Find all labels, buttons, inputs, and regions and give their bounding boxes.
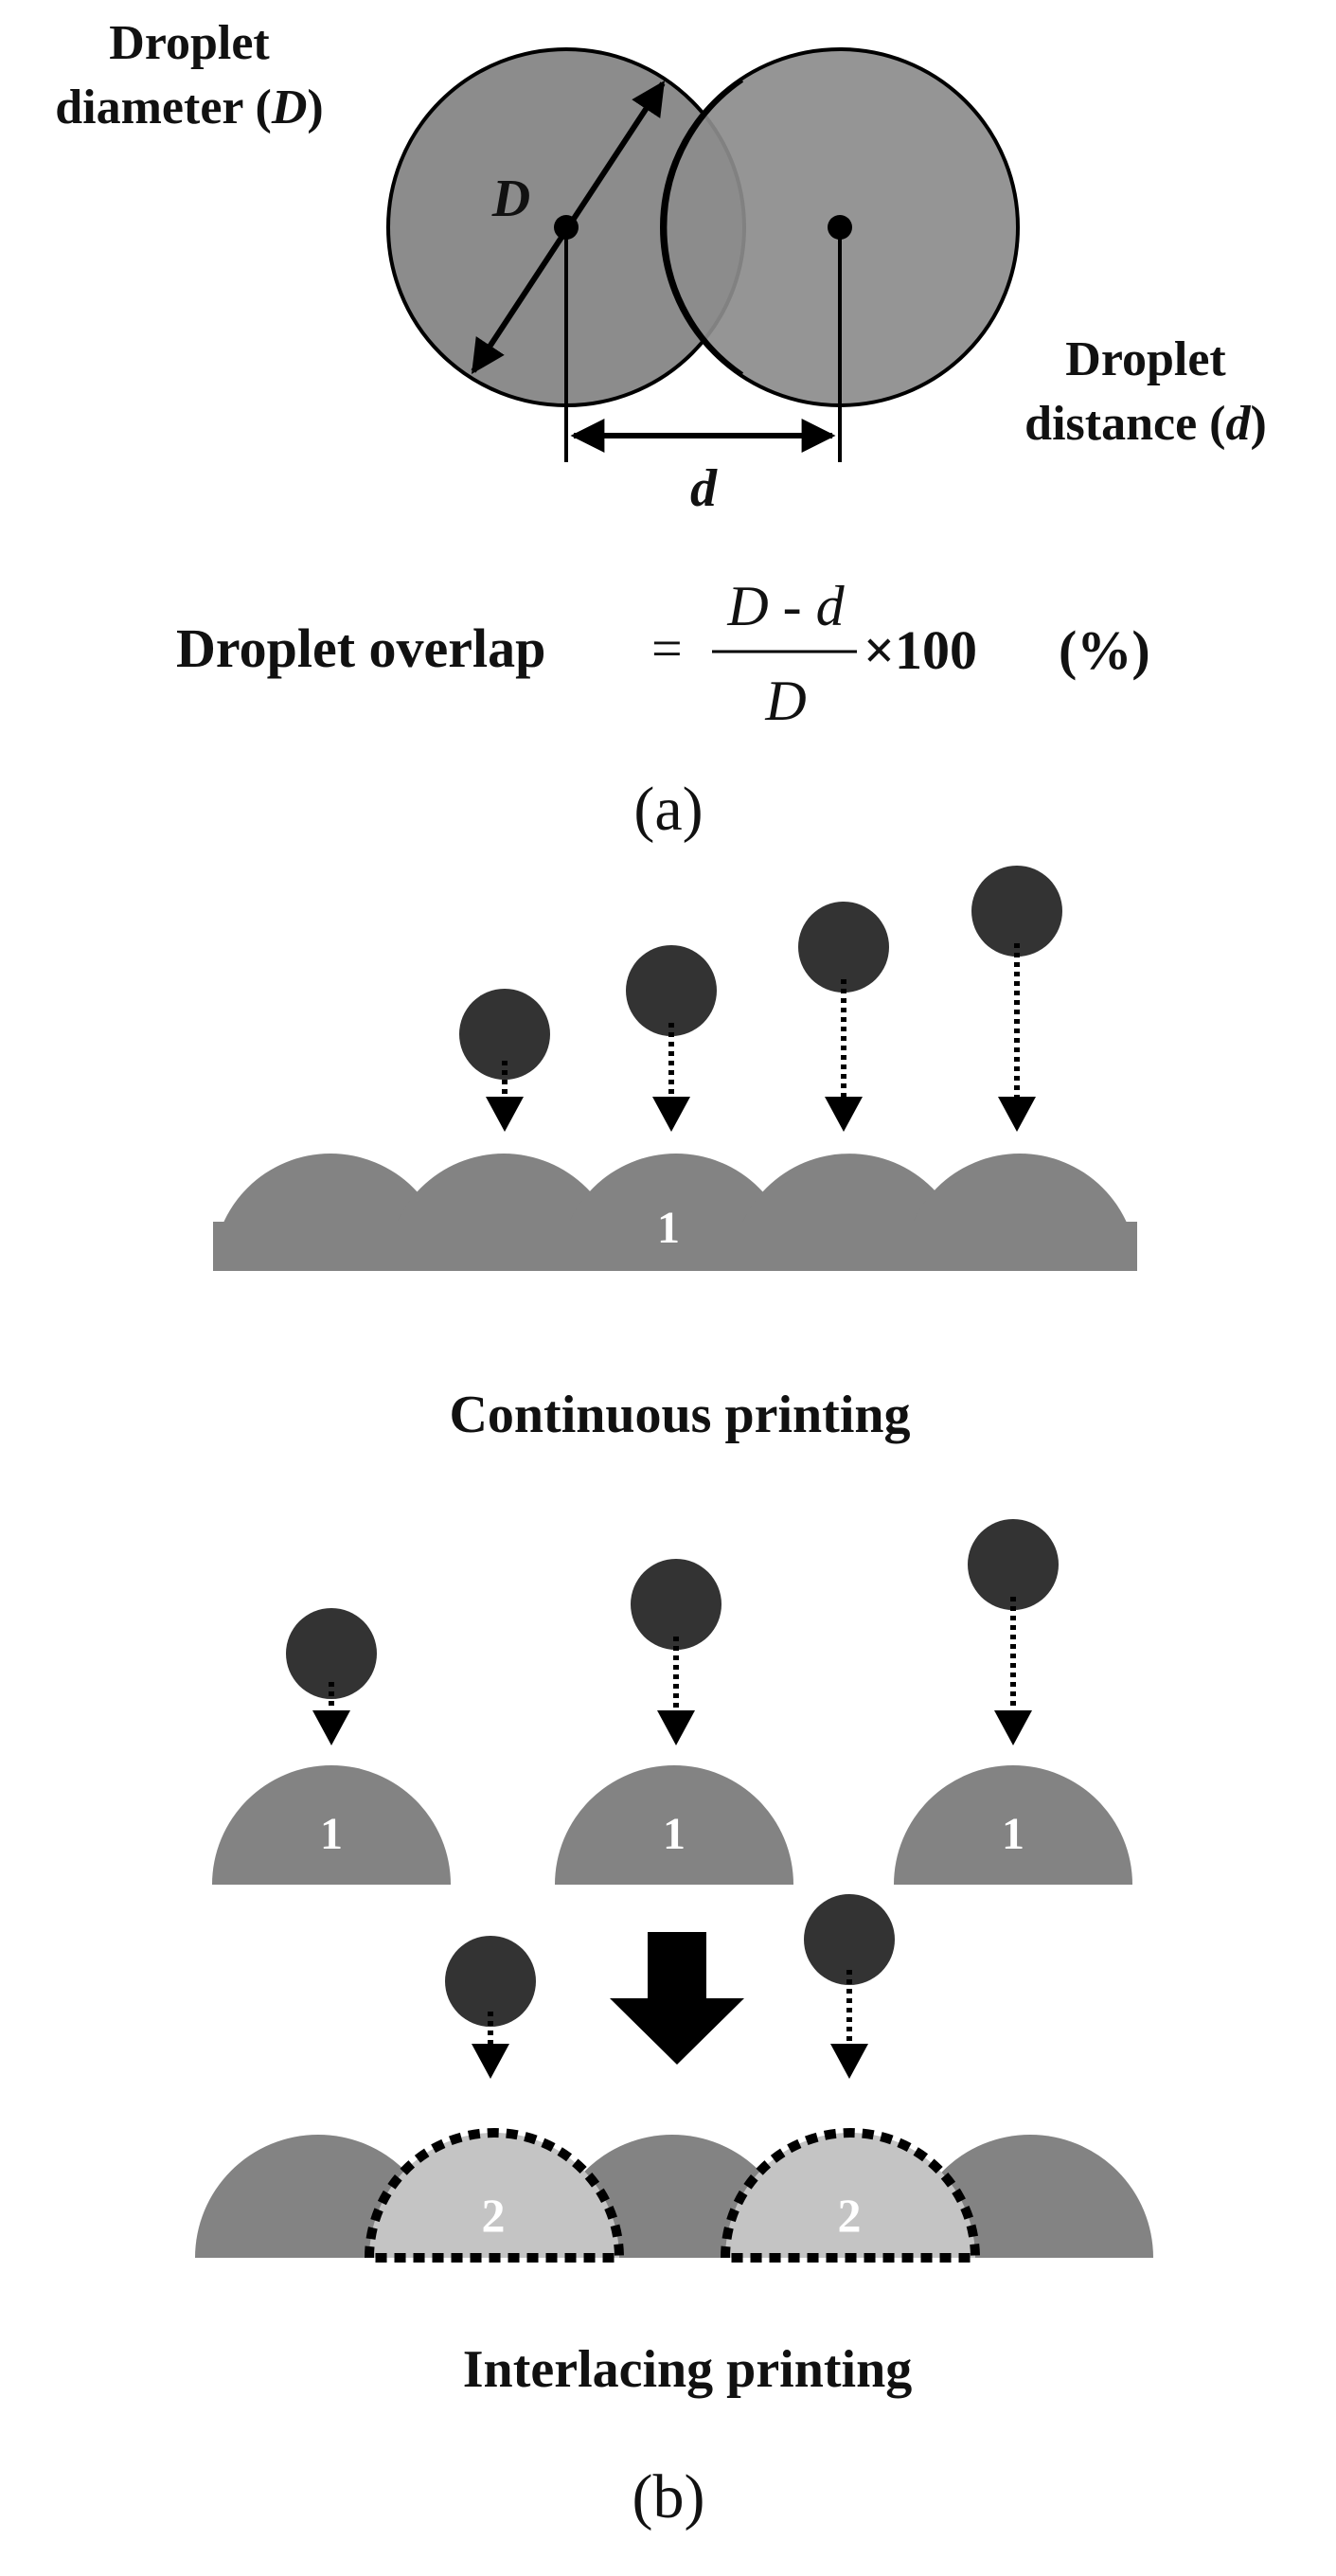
falling-droplet-group xyxy=(968,1519,1059,1745)
transition-arrow xyxy=(610,1932,744,2065)
continuous-deposited-layer xyxy=(213,1154,1137,1271)
interlace-first-pass xyxy=(212,1765,1132,1885)
falling-droplet-group xyxy=(804,1894,895,2079)
first-pass-droplet xyxy=(894,1765,1132,1885)
drop-arrowhead xyxy=(998,1097,1036,1132)
second-pass-droplet xyxy=(720,2128,981,2263)
first-pass-label: 1 xyxy=(663,1809,686,1859)
drop-arrowhead xyxy=(657,1710,695,1745)
falling-droplet xyxy=(626,945,717,1036)
second-pass-label: 2 xyxy=(482,2189,506,2242)
drop-arrowhead xyxy=(994,1710,1032,1745)
deposited-base xyxy=(213,1222,1137,1271)
drop-arrowhead xyxy=(472,2044,509,2079)
first-pass-label: 1 xyxy=(320,1809,343,1859)
drop-arrowhead xyxy=(486,1097,524,1132)
diameter-label-line2: diameter (D) xyxy=(55,80,324,134)
caption-b: (b) xyxy=(632,2462,705,2531)
drop-arrowhead xyxy=(312,1710,350,1745)
panel-b-interlacing: 1 1 1 2 2 xyxy=(195,1519,1153,2531)
first-pass-label: 1 xyxy=(1002,1809,1024,1859)
second-pass-label: 2 xyxy=(838,2189,862,2242)
falling-droplet xyxy=(798,902,889,993)
diameter-label-line1: Droplet xyxy=(109,16,270,70)
falling-droplet-group xyxy=(971,866,1062,1132)
formula-multiplier: ×100 xyxy=(864,619,977,681)
falling-droplet xyxy=(968,1519,1059,1610)
continuous-title: Continuous printing xyxy=(449,1386,910,1444)
drop-arrowhead xyxy=(652,1097,690,1132)
falling-droplet xyxy=(459,989,550,1080)
falling-droplet xyxy=(631,1559,721,1650)
falling-droplet-group xyxy=(459,989,550,1132)
formula-lhs: Droplet overlap xyxy=(176,617,545,679)
falling-droplet-group xyxy=(286,1608,377,1745)
falling-droplet-group xyxy=(626,945,717,1132)
formula-equals: = xyxy=(651,617,683,679)
falling-droplet-group xyxy=(631,1559,721,1745)
second-pass-droplet xyxy=(364,2128,625,2263)
drop-arrowhead xyxy=(830,2044,868,2079)
diameter-symbol-label: D xyxy=(491,170,530,228)
falling-droplet xyxy=(971,866,1062,957)
interlace-first-layer-bottom xyxy=(195,2135,1153,2258)
drop-arrowhead xyxy=(825,1097,863,1132)
distance-symbol-label: d xyxy=(690,459,718,518)
overlap-outline xyxy=(663,79,744,376)
falling-droplet-group xyxy=(445,1936,536,2079)
interlacing-title: Interlacing printing xyxy=(463,2340,912,2399)
falling-droplet xyxy=(286,1608,377,1699)
formula-numerator: D - d xyxy=(726,575,845,637)
falling-droplet xyxy=(445,1936,536,2027)
interlace-second-pass xyxy=(364,2128,981,2263)
caption-a: (a) xyxy=(633,775,703,844)
first-pass-droplet xyxy=(555,1765,793,1885)
distance-label-line1: Droplet xyxy=(1065,332,1226,386)
panel-a: Droplet diameter (D) D Droplet distance … xyxy=(55,16,1267,844)
continuous-layer-label: 1 xyxy=(657,1203,680,1253)
falling-droplet xyxy=(804,1894,895,1985)
formula-unit: (%) xyxy=(1059,619,1150,681)
distance-label-line2: distance (d) xyxy=(1024,397,1267,451)
first-pass-droplet xyxy=(212,1765,451,1885)
formula-denominator: D xyxy=(764,670,806,732)
falling-droplet-group xyxy=(798,902,889,1132)
panel-b-continuous: 1 Continuous printing xyxy=(213,866,1137,1444)
